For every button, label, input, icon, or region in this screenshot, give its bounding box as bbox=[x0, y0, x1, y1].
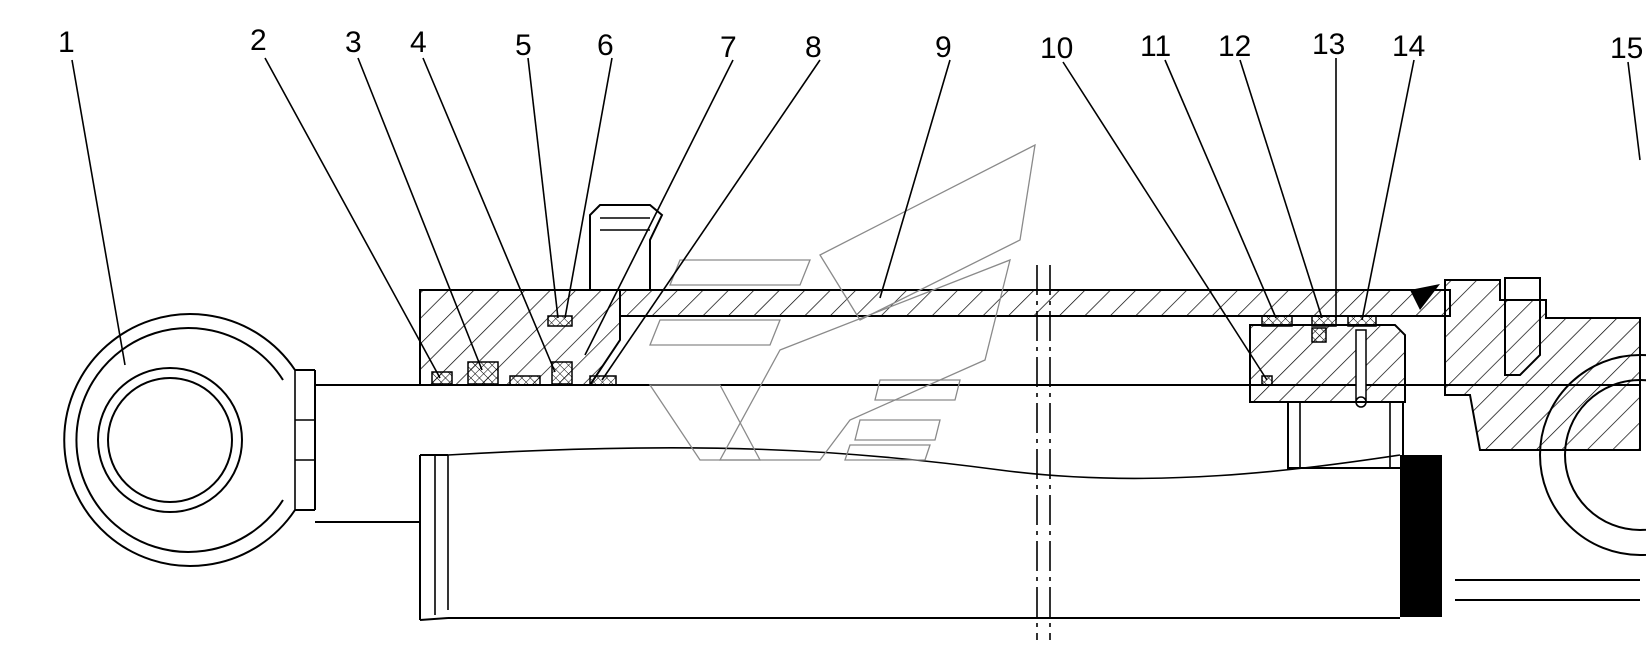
guide-sleeve bbox=[419, 289, 621, 386]
leader-lines bbox=[71, 57, 1641, 381]
piston-skirt bbox=[1287, 401, 1404, 469]
callout-4: 4 bbox=[410, 26, 427, 59]
break-lines bbox=[1036, 265, 1051, 640]
callout-15: 15 bbox=[1610, 32, 1643, 65]
callout-8: 8 bbox=[805, 31, 822, 64]
callout-9: 9 bbox=[935, 31, 952, 64]
callout-10: 10 bbox=[1040, 32, 1073, 65]
end-cap bbox=[1444, 277, 1646, 601]
callout-labels: 1 2 3 4 5 6 7 8 9 10 11 12 13 14 15 bbox=[58, 24, 1643, 65]
callout-6: 6 bbox=[597, 29, 614, 62]
rod-seal-band bbox=[1400, 455, 1442, 617]
callout-5: 5 bbox=[515, 29, 532, 62]
rod-eye bbox=[63, 313, 316, 567]
callout-3: 3 bbox=[345, 26, 362, 59]
callout-2: 2 bbox=[250, 24, 267, 57]
cylinder-barrel bbox=[619, 284, 1451, 317]
callout-7: 7 bbox=[720, 31, 737, 64]
callout-11: 11 bbox=[1140, 30, 1171, 63]
oil-port-fitting bbox=[589, 204, 664, 290]
callout-13: 13 bbox=[1312, 28, 1345, 61]
piston bbox=[1249, 315, 1406, 408]
callout-14: 14 bbox=[1392, 30, 1425, 63]
callout-12: 12 bbox=[1218, 30, 1251, 63]
watermark-logo bbox=[648, 143, 1036, 461]
callout-1: 1 bbox=[58, 26, 75, 59]
